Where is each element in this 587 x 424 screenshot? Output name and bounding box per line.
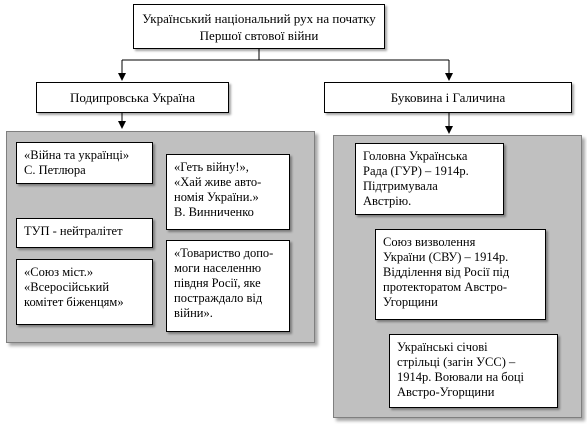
note-line: постраждало від: [174, 291, 263, 305]
note-line: України (СВУ) – 1914р.: [383, 250, 509, 264]
left-heading-box: Подипровська Україна: [36, 82, 229, 113]
note-line: номія України.»: [174, 190, 259, 204]
root-title-line-1: Український національний рух на початку: [142, 10, 376, 26]
left-note-tovarystvo: «Товариство допо- моги населенню півдня …: [166, 240, 290, 332]
note-line: моги населенню: [174, 261, 262, 275]
note-line: «Товариство допо-: [174, 246, 274, 260]
note-line: стрільці (загін УСС) –: [397, 355, 516, 369]
right-note-svu: Союз визволення України (СВУ) – 1914р. В…: [375, 229, 546, 320]
right-note-uss: Українські січові стрільці (загін УСС) –…: [389, 334, 558, 408]
note-line: «Війна та українці»: [24, 148, 130, 162]
note-line: протекторатом Австро-: [383, 280, 507, 294]
note-line: Підтримувала: [363, 179, 438, 193]
root-title-line-2: Першої свтової війни: [199, 27, 319, 43]
note-line: «Хай живе авто-: [174, 175, 262, 189]
left-note-tup: ТУП - нейтралітет: [16, 218, 153, 248]
root-title-box: Український національний рух на початку …: [133, 4, 385, 49]
note-line: «Союз міст.»: [24, 265, 94, 279]
note-line: «Геть війну!»,: [174, 160, 249, 174]
note-line: Австро-Угорщини: [397, 385, 495, 399]
right-note-gur: Головна Українська Рада (ГУР) – 1914р. П…: [355, 143, 504, 215]
left-note-het-viynu: «Геть війну!», «Хай живе авто- номія Укр…: [166, 154, 290, 230]
note-line: півдня Росії, яке: [174, 276, 261, 290]
right-heading: Буковина і Галичина: [390, 90, 506, 105]
note-line: С. Петлюра: [24, 163, 86, 177]
note-line: Відділення від Росії під: [383, 265, 510, 279]
note-line: Головна Українська: [363, 149, 468, 163]
left-note-soyuz-mist: «Союз міст.» «Всеросійський комітет біже…: [16, 259, 153, 325]
note-line: війни».: [174, 306, 213, 320]
note-line: В. Винниченко: [174, 205, 254, 219]
right-heading-box: Буковина і Галичина: [324, 82, 572, 113]
note-line: комітет біженцям»: [24, 295, 124, 309]
note-line: «Всеросійський: [24, 280, 110, 294]
note-line: Рада (ГУР) – 1914р.: [363, 164, 469, 178]
note-line: Угорщини: [383, 295, 438, 309]
note-line: Австрію.: [363, 194, 412, 208]
note-line: Українські січові: [397, 340, 488, 354]
left-heading: Подипровська Україна: [70, 90, 195, 105]
note-line: Союз визволення: [383, 235, 476, 249]
note-line: 1914р. Воювали на боці: [397, 370, 525, 384]
left-note-viyna-ta-ukraintsi: «Війна та українці» С. Петлюра: [16, 142, 153, 184]
note-line: ТУП - нейтралітет: [24, 224, 123, 238]
